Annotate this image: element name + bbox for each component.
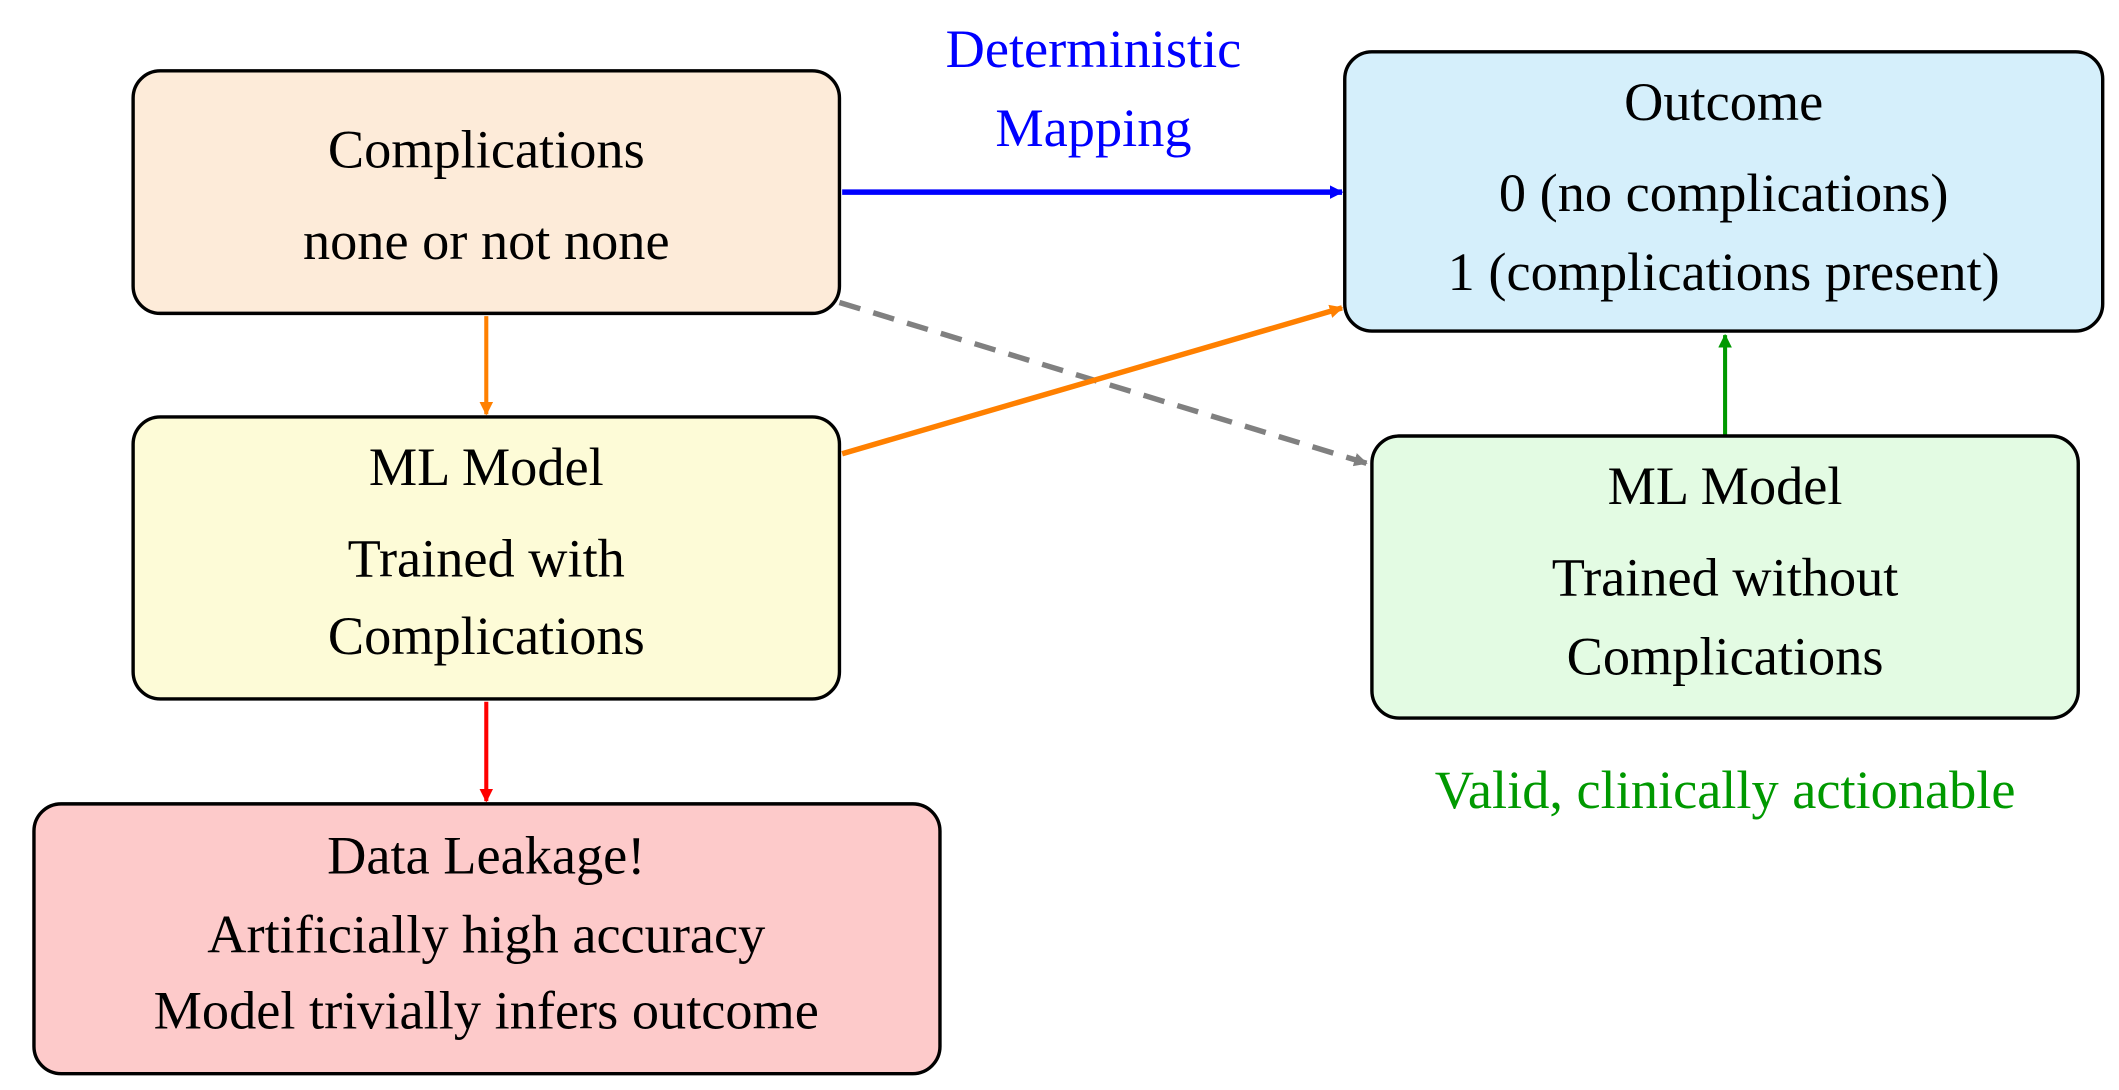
node-text: ML Model xyxy=(1608,456,1843,516)
node-box xyxy=(1370,434,2080,720)
node-text: Data Leakage! xyxy=(327,825,645,885)
node-model-without: ML Model Trained without Complications xyxy=(1370,434,2080,720)
label-mapping: Mapping xyxy=(995,98,1191,158)
node-text: Complications xyxy=(328,606,645,666)
node-text: ML Model xyxy=(369,437,604,497)
label-deterministic: Deterministic xyxy=(946,19,1242,79)
node-text: Model trivially infers outcome xyxy=(154,981,819,1041)
node-box xyxy=(131,69,842,316)
node-outcome: Outcome 0 (no complications) 1 (complica… xyxy=(1343,50,2105,333)
node-leakage: Data Leakage! Artificially high accuracy… xyxy=(32,802,942,1076)
node-box xyxy=(1343,50,2105,333)
node-text: 1 (complications present) xyxy=(1448,242,2000,302)
label-valid: Valid, clinically actionable xyxy=(1435,760,2016,820)
node-text: Complications xyxy=(1567,626,1884,686)
node-model-with: ML Model Trained with Complications xyxy=(131,415,842,701)
edges xyxy=(479,185,1732,803)
node-complications: Complications none or not none xyxy=(131,69,842,316)
node-text: Complications xyxy=(328,120,645,180)
node-box xyxy=(131,415,842,701)
node-text: Trained with xyxy=(348,528,625,588)
node-text: 0 (no complications) xyxy=(1499,163,1949,223)
node-text: Outcome xyxy=(1624,72,1823,132)
node-text: none or not none xyxy=(303,211,670,271)
node-text: Trained without xyxy=(1552,547,1899,607)
arrow-complications-to-model-without xyxy=(838,299,1368,467)
arrow-model-with-to-outcome xyxy=(841,304,1344,457)
node-text: Artificially high accuracy xyxy=(207,904,765,964)
node-box xyxy=(32,802,942,1076)
